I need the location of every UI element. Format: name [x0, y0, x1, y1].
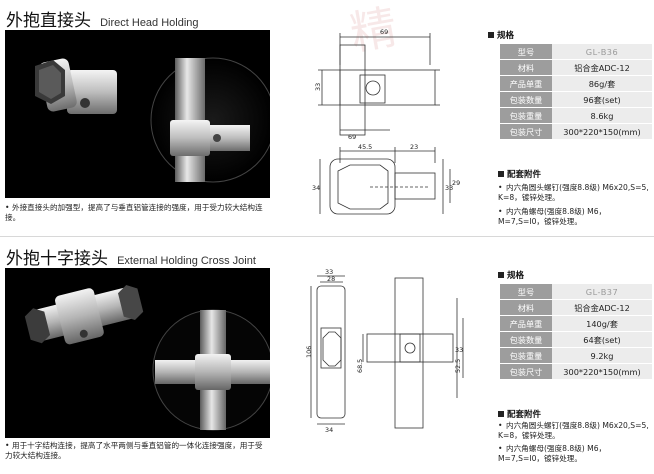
section2-photo-svg	[24, 285, 270, 431]
section1-photo-svg	[35, 57, 270, 183]
spec-value: 96套(set)	[552, 91, 652, 108]
section2-accessories: •内六角圆头螺钉(强度8.8级) M6x20,S=5, K=8，镀锌处理。 •内…	[498, 421, 650, 464]
section1-title: 外抱直接头 Direct Head Holding	[6, 6, 199, 31]
spec-value: 铝合金ADC-12	[552, 59, 652, 76]
dim-33-right: 33	[445, 184, 453, 192]
dim-28: 28	[327, 275, 335, 283]
spec-key: 包装数量	[500, 331, 552, 348]
section2-accessory-item: •内六角螺母(强度8.8级) M6，M=7,S=I0，镀锌处理。	[498, 444, 607, 463]
section-divider	[0, 236, 654, 237]
section1-title-en: Direct Head Holding	[100, 17, 199, 29]
section1-accessory-item: •内六角螺母(强度8.8级) M6，M=7,S=I0，镀锌处理。	[498, 207, 607, 226]
spec-key: 产品单重	[500, 315, 552, 332]
spec-key: 包装数量	[500, 91, 552, 108]
section1-accessory-item: •内六角圆头螺钉(强度8.8级) M6x20,S=5, K=8，镀锌处理。	[498, 183, 649, 202]
spec-value: 300*220*150(mm)	[552, 123, 652, 140]
dim-45-5: 45.5	[358, 143, 372, 151]
spec-row: 材料铝合金ADC-12	[500, 299, 652, 316]
spec-key: 型号	[500, 284, 552, 300]
spec-value: GL-B37	[552, 284, 652, 300]
spec-value: 64套(set)	[552, 331, 652, 348]
spec-value: 86g/套	[552, 75, 652, 92]
spec-key: 材料	[500, 59, 552, 76]
dim-52-5: 52.5	[454, 359, 462, 373]
spec-key: 包装重量	[500, 347, 552, 364]
spec-row: 材料铝合金ADC-12	[500, 59, 652, 76]
section2-title-cn: 外抱十字接头	[6, 249, 108, 269]
spec-key: 包装尺寸	[500, 123, 552, 140]
dim-69-top: 69	[380, 28, 388, 36]
spec-value: 140g/套	[552, 315, 652, 332]
dim-33-right: 33	[455, 346, 463, 354]
section2-product-photo	[5, 268, 270, 438]
spec-key: 材料	[500, 299, 552, 316]
spec-value: 300*220*150(mm)	[552, 363, 652, 380]
section1-accessory-header: 配套附件	[498, 168, 541, 180]
section2-accessory-header: 配套附件	[498, 408, 541, 420]
spec-key: 产品单重	[500, 75, 552, 92]
section2-technical-drawing: 33 28 106 68.5 52.5 34 33	[305, 268, 465, 438]
spec-key: 包装尺寸	[500, 363, 552, 380]
section1-product-photo	[5, 30, 270, 198]
section1-accessories: •内六角圆头螺钉(强度8.8级) M6x20,S=5, K=8，镀锌处理。 •内…	[498, 183, 650, 227]
dim-106: 106	[305, 346, 313, 358]
dim-34-bottom: 34	[325, 426, 333, 434]
section2-drawing-svg: 33 28 106 68.5 52.5 34 33	[305, 268, 464, 434]
dim-34: 34	[312, 184, 320, 192]
section2-spec-header: 规格	[498, 269, 524, 281]
section1-technical-drawing: 69 33 69 45.5 23 34 33 29	[300, 25, 470, 220]
section2-description: •用于十字结构连接，提高了水平两侧与垂直铝管的一体化连接强度，用于受力较大结构连…	[5, 441, 263, 460]
section1-drawing-svg: 69 33 69 45.5 23 34 33 29	[312, 28, 460, 215]
spec-key: 型号	[500, 44, 552, 60]
spec-value: GL-B36	[552, 44, 652, 60]
spec-value: 8.6kg	[552, 107, 652, 124]
section1-spec-header: 规格	[488, 29, 514, 41]
spec-value: 9.2kg	[552, 347, 652, 364]
section2-accessory-item: •内六角圆头螺钉(强度8.8级) M6x20,S=5, K=8，镀锌处理。	[498, 421, 649, 440]
section1-description: •外接直接头的加强型，提高了与垂直铝管连接的强度，用于受力较大结构连接。	[5, 203, 263, 222]
dim-33-side: 33	[314, 83, 322, 91]
dim-23: 23	[410, 143, 418, 151]
section2-title-en: External Holding Cross Joint	[117, 255, 256, 267]
dim-33-top: 33	[325, 268, 333, 276]
spec-value: 铝合金ADC-12	[552, 299, 652, 316]
section2-title: 外抱十字接头 External Holding Cross Joint	[6, 244, 256, 269]
dim-68-5: 68.5	[356, 359, 364, 373]
dim-69-bottom: 69	[348, 133, 356, 141]
spec-key: 包装重量	[500, 107, 552, 124]
section1-title-cn: 外抱直接头	[6, 11, 91, 31]
dim-29: 29	[452, 179, 460, 187]
